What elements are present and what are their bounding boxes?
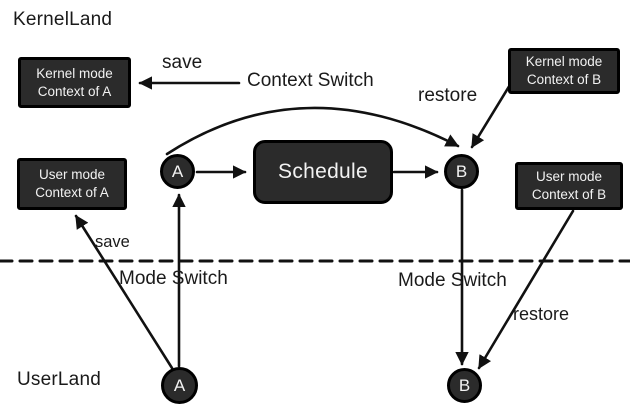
mode-switch-label-right: Mode Switch	[398, 270, 507, 291]
kernel-context-b-line1: Kernel mode	[525, 54, 603, 70]
restore-label-user: restore	[513, 304, 570, 324]
kernel-context-a-line2: Context of A	[37, 83, 112, 99]
process-node-a-kernel: A	[160, 154, 195, 189]
user-context-a-box: User mode Context of A	[17, 158, 127, 210]
process-node-a-user-label: A	[173, 375, 186, 395]
mode-switch-label-left: Mode Switch	[119, 268, 228, 289]
kernel-context-a-line1: Kernel mode	[36, 65, 113, 81]
user-context-a-line2: Context of A	[35, 185, 109, 200]
process-node-a-kernel-label: A	[171, 161, 184, 181]
kernel-context-b-box: Kernel mode Context of B	[508, 48, 620, 94]
schedule-label: Schedule	[278, 160, 368, 183]
save-label-user: save	[95, 233, 130, 251]
kernelland-label: KernelLand	[13, 9, 113, 30]
save-label-kernel: save	[162, 52, 203, 73]
user-context-b-line1: User mode	[535, 169, 603, 185]
restore-label-kernel: restore	[418, 85, 478, 106]
user-context-a-line1: User mode	[38, 167, 106, 183]
restore-arrow-kernel	[470, 78, 515, 149]
process-node-b-kernel-label: B	[455, 161, 468, 181]
kernel-context-b-line2: Context of B	[526, 72, 602, 87]
user-context-b-box: User mode Context of B	[515, 162, 623, 210]
context-switch-label: Context Switch	[247, 70, 374, 91]
user-context-b-line2: Context of B	[531, 187, 607, 202]
schedule-box: Schedule	[253, 140, 393, 204]
process-node-b-user: B	[447, 368, 482, 403]
kernel-context-a-box: Kernel mode Context of A	[18, 57, 131, 108]
process-node-a-user: A	[161, 367, 198, 404]
process-node-b-kernel: B	[444, 154, 479, 189]
userland-label: UserLand	[17, 369, 101, 390]
process-node-b-user-label: B	[458, 375, 471, 395]
